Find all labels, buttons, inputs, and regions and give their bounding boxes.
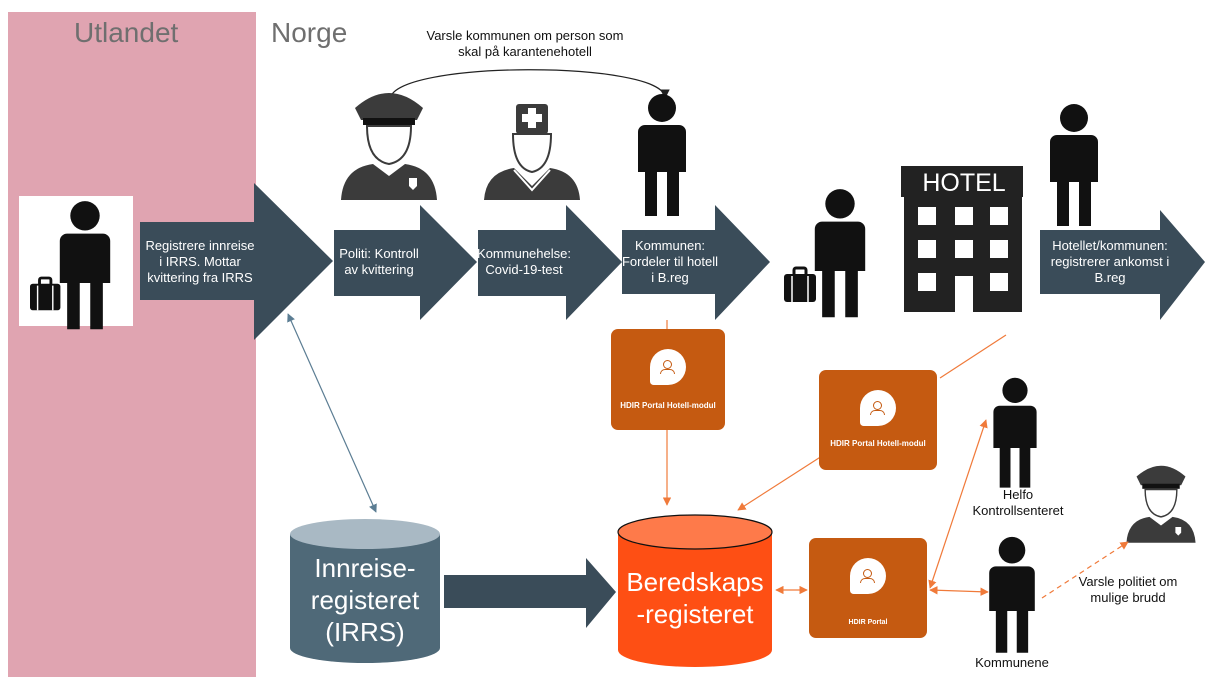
notify-arc (389, 69, 670, 101)
traveler-icon (782, 189, 866, 318)
hotel-sign: HOTEL (922, 169, 1006, 197)
preparedness-label: Beredskaps -registeret (626, 567, 764, 629)
portal-municipalities-link (929, 586, 989, 596)
nurse-icon (484, 104, 580, 200)
portal2-to-registry-link (737, 455, 823, 511)
portal-hotel-module-1: HDIR Portal Hotell-modul (611, 329, 725, 430)
step-arrow-2 (334, 205, 477, 320)
step-arrow-3 (478, 205, 622, 320)
portal-helfo-link (928, 419, 988, 589)
step-arrow-5 (1040, 210, 1205, 320)
portal-label: HDIR Portal Hotell-modul (830, 439, 926, 448)
helfo-caption: Helfo Kontrollsenteret (972, 487, 1064, 518)
person-icon (993, 377, 1037, 488)
region-norway-title: Norge (271, 17, 348, 48)
portal-logo-icon (850, 558, 886, 594)
irrs-link (287, 313, 377, 513)
municipalities-caption: Kommunene (975, 655, 1049, 670)
step-label-police: Politi: Kontroll av kvittering (339, 246, 419, 277)
irrs-database (290, 519, 440, 663)
step-label-hotel: Hotellet/kommunen: registrerer ankomst i… (1050, 238, 1170, 285)
person-icon (1050, 104, 1098, 226)
notify-police-caption: Varsle politiet om mulige brudd (1078, 574, 1178, 605)
step-label-register: Registrere innreise i IRRS. Mottar kvitt… (145, 238, 255, 285)
notify-municipality-caption: Varsle kommunen om person som skal på ka… (426, 28, 624, 59)
portal-label: HDIR Portal (848, 619, 888, 626)
step-arrow-1 (140, 183, 333, 340)
portal-main: HDIR Portal (809, 538, 927, 638)
person-icon (989, 536, 1035, 653)
police-icon (1125, 465, 1197, 544)
hotel-icon (901, 166, 1023, 312)
transfer-arrow (444, 558, 616, 628)
portal-label: HDIR Portal Hotell-modul (620, 401, 716, 410)
region-abroad-title: Utlandet (74, 17, 179, 48)
region-abroad (8, 12, 256, 677)
portal-logo-icon (860, 390, 896, 426)
notify-police-link (1041, 541, 1129, 599)
portal-logo-icon (650, 349, 686, 385)
step-arrow-4 (622, 205, 770, 320)
portal-hotel-module-2: HDIR Portal Hotell-modul (819, 370, 937, 470)
step-label-health: Kommunehelse: Covid-19-test (477, 246, 571, 277)
irrs-label: Innreise-registeret (IRRS) (310, 553, 420, 647)
person-icon (638, 94, 686, 216)
step-label-municipality: Kommunen: Fordeler til hotell i B.reg (621, 238, 719, 285)
hotel-to-portal2-link (939, 334, 1007, 379)
preparedness-database (617, 514, 773, 667)
police-icon (340, 92, 438, 201)
